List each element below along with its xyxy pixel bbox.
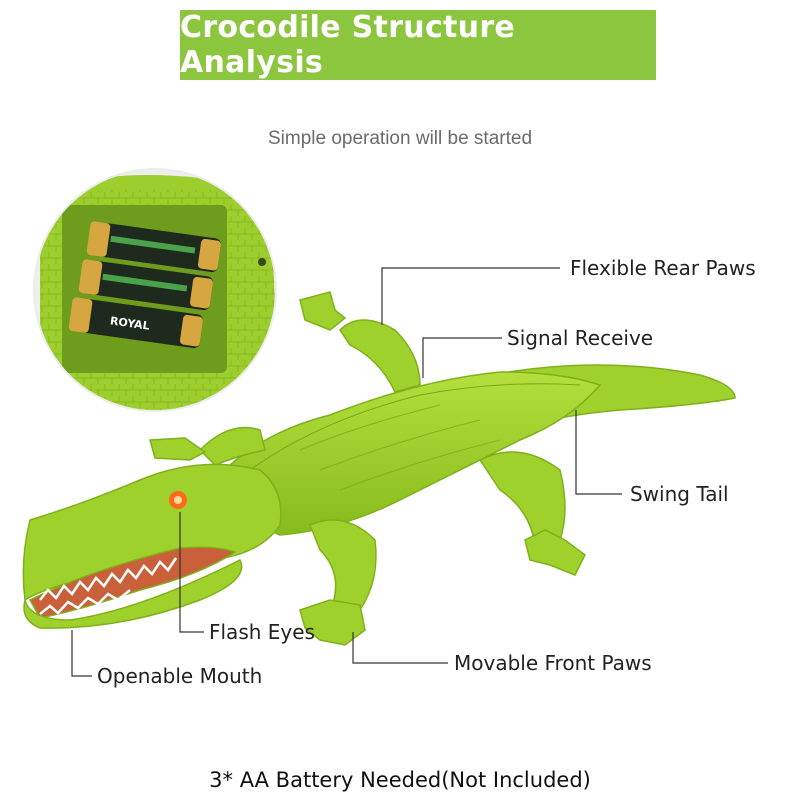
leader-openable-mouth <box>71 630 92 677</box>
leader-movable-front-paws <box>352 632 448 664</box>
title-banner: Crocodile Structure Analysis <box>180 10 656 80</box>
callout-swing-tail: Swing Tail <box>630 482 729 506</box>
callout-flash-eyes: Flash Eyes <box>209 620 315 644</box>
leader-swing-tail <box>575 410 622 495</box>
callout-signal-receive: Signal Receive <box>507 326 654 350</box>
battery-1 <box>86 221 221 273</box>
callout-lines <box>71 267 622 677</box>
crocodile-body <box>22 291 736 646</box>
battery-brand-text: ROYAL <box>109 314 150 332</box>
subtitle: Simple operation will be started <box>267 128 533 149</box>
leader-signal-receive <box>422 337 502 378</box>
battery-2 <box>78 259 213 311</box>
callout-flexible-rear-paws: Flexible Rear Paws <box>570 256 756 280</box>
battery-note: 3* AA Battery Needed(Not Included) <box>209 768 591 792</box>
callout-movable-front-paws: Movable Front Paws <box>454 651 652 675</box>
callout-openable-mouth: Openable Mouth <box>97 664 263 688</box>
leader-flash-eyes <box>179 512 204 633</box>
battery-inset: ROYAL <box>33 168 277 412</box>
leader-flexible-rear-paws <box>381 267 560 325</box>
page-title: Crocodile Structure Analysis <box>180 10 516 80</box>
battery-3: ROYAL <box>68 297 203 349</box>
